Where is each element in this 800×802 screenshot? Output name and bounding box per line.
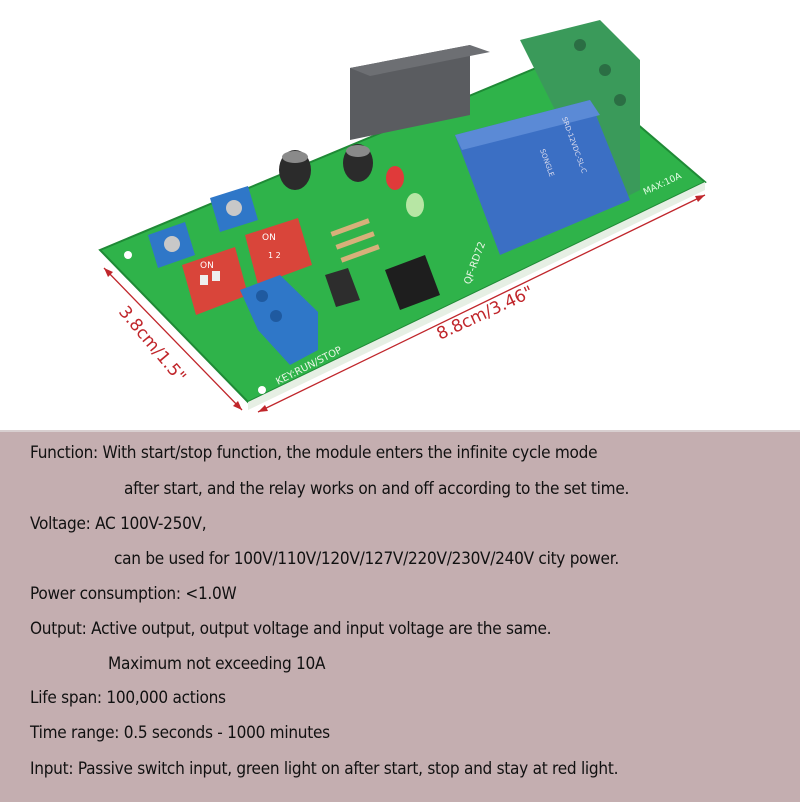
spec-function: Function: With start/stop function, the …: [30, 443, 598, 462]
spec-voltage-cont: can be used for 100V/110V/120V/127V/220V…: [114, 549, 619, 568]
terminal-screw: [599, 64, 611, 76]
spec-power: Power consumption: <1.0W: [30, 584, 237, 603]
spec-output: Output: Active output, output voltage an…: [30, 619, 552, 638]
resistors: [330, 218, 380, 263]
dip-numbers-label: 1 2: [268, 251, 281, 260]
spec-time-range: Time range: 0.5 seconds - 1000 minutes: [30, 723, 330, 742]
mounting-hole: [124, 251, 132, 259]
terminal-screw: [574, 39, 586, 51]
pcb-edge: [248, 182, 705, 410]
terminal-screw: [270, 310, 282, 322]
specifications-panel: Function: With start/stop function, the …: [0, 430, 800, 802]
relay-module-image: SONGLE SRD-12VDC-SL-C MAX:10A ON ON 1 2 …: [98, 20, 707, 413]
potentiometer-knob: [164, 236, 180, 252]
red-led: [386, 166, 404, 190]
transistor: [325, 268, 360, 307]
capacitor-top: [282, 151, 308, 163]
terminal-screw: [614, 94, 626, 106]
spec-life-span: Life span: 100,000 actions: [30, 688, 226, 707]
relay-top: [455, 100, 600, 150]
terminal-screw: [256, 290, 268, 302]
mounting-hole: [258, 386, 266, 394]
dip-toggle: [200, 275, 208, 285]
dimension-length: [257, 194, 706, 413]
dip-on-label: ON: [262, 233, 276, 243]
green-led: [406, 193, 424, 217]
dip-toggle: [212, 271, 220, 281]
spec-output-cont: Maximum not exceeding 10A: [108, 654, 326, 673]
spec-function-cont: after start, and the relay works on and …: [124, 479, 630, 498]
dip-on-label: ON: [200, 261, 214, 271]
x-capacitor-top: [350, 45, 490, 76]
dimension-width: [103, 267, 243, 411]
capacitor-top: [346, 145, 370, 157]
dip-switch: [245, 218, 312, 285]
ic-chip: [385, 255, 440, 310]
potentiometer-knob: [226, 200, 242, 216]
product-photo: SONGLE SRD-12VDC-SL-C MAX:10A ON ON 1 2 …: [98, 20, 707, 413]
spec-voltage: Voltage: AC 100V-250V,: [30, 514, 207, 533]
spec-input: Input: Passive switch input, green light…: [30, 759, 619, 778]
